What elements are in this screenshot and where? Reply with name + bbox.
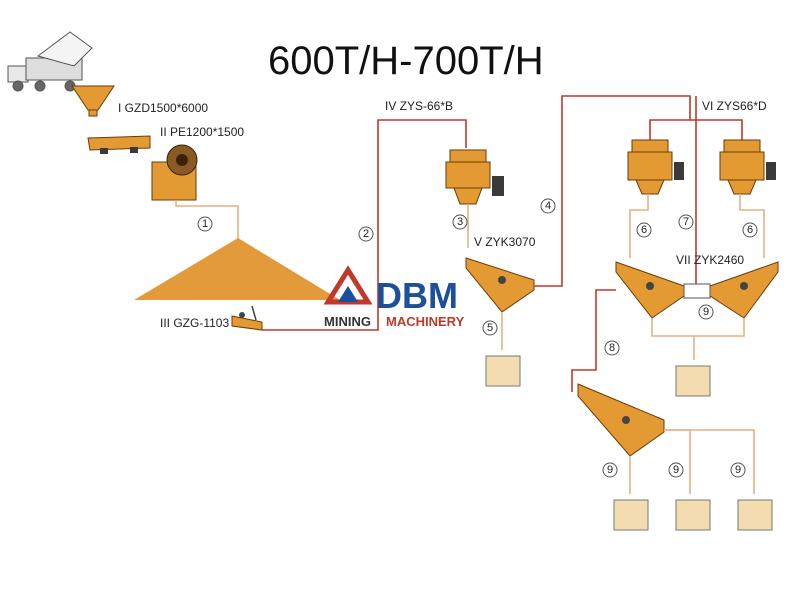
dump-truck-icon — [7, 31, 93, 92]
logo-word-machinery: MACHINERY — [386, 314, 465, 329]
flow-marker-4 — [540, 198, 556, 214]
product-bin-icon — [485, 355, 521, 387]
flow-marker-3 — [452, 214, 468, 230]
product-bin-icon — [737, 499, 773, 531]
product-bin-icon — [675, 499, 711, 531]
feeder-label: I GZD1500*6000 — [118, 101, 208, 115]
vibrating-screen-icon — [615, 261, 685, 319]
cone-crusher-icon — [719, 139, 776, 195]
flow-line-4 — [534, 95, 691, 287]
flow-number-7: 7 — [683, 216, 689, 228]
flow-number-9a: 9 — [703, 306, 709, 318]
flow-number-9b: 9 — [607, 464, 613, 476]
product-bin-icon — [675, 365, 711, 397]
flow-marker-9c — [668, 462, 684, 478]
flow-line-2 — [262, 119, 467, 331]
jaw-crusher-label: II PE1200*1500 — [160, 125, 244, 139]
product-bin-icon — [613, 499, 649, 531]
flow-number-2: 2 — [363, 228, 369, 240]
flow-marker-9d — [730, 462, 746, 478]
diagram-title: 600T/H-700T/H — [268, 39, 544, 83]
flow-marker-1 — [197, 216, 213, 232]
cone-crusher-icon — [445, 149, 504, 205]
jaw-crusher-icon — [151, 144, 198, 201]
screen-2-label: VII ZYK2460 — [676, 253, 744, 267]
flow-line-6b — [739, 194, 765, 258]
stockpile-icon — [134, 238, 340, 300]
cone-crusher-2-label: VI ZYS66*D — [702, 99, 767, 113]
flow-marker-6a — [636, 222, 652, 238]
flow-marker-2 — [358, 226, 374, 242]
flow-number-5: 5 — [487, 322, 493, 334]
flow-number-8: 8 — [609, 342, 615, 354]
vibrating-screen-icon — [465, 257, 535, 313]
flow-line-9-collect — [651, 318, 745, 337]
flow-marker-5 — [482, 320, 498, 336]
flow-line-6a — [629, 194, 649, 258]
flow-number-9c: 9 — [673, 464, 679, 476]
vibrating-feeder-icon — [87, 135, 151, 154]
flow-marker-6b — [742, 222, 758, 238]
screen-connector — [683, 283, 711, 299]
screen-1-label: V ZYK3070 — [474, 235, 536, 249]
flow-marker-8 — [604, 340, 620, 356]
flow-marker-9b — [602, 462, 618, 478]
flow-number-6b: 6 — [747, 224, 753, 236]
flow-line-9d — [664, 429, 755, 494]
flow-number-6a: 6 — [641, 224, 647, 236]
company-logo: DBM MINING MACHINERY — [323, 265, 465, 329]
flow-number-9d: 9 — [735, 464, 741, 476]
flow-line-8 — [571, 289, 616, 392]
flow-line-4b — [690, 119, 743, 140]
vibrating-screen-icon — [577, 383, 665, 457]
pile-feeder-icon — [231, 305, 263, 331]
cone-crusher-icon — [627, 139, 684, 195]
flow-number-4: 4 — [545, 200, 551, 212]
hopper-icon — [71, 85, 115, 117]
flow-marker-7 — [678, 214, 694, 230]
flow-line-1 — [175, 200, 239, 240]
cone-crusher-1-label: IV ZYS-66*B — [385, 99, 453, 113]
logo-brand: DBM — [376, 275, 458, 316]
pile-feeder-label: III GZG-1103 — [160, 316, 229, 330]
flow-line-9c — [664, 429, 691, 494]
flow-marker-9a — [698, 304, 714, 320]
flow-number-3: 3 — [457, 216, 463, 228]
vibrating-screen-icon — [709, 261, 779, 319]
logo-word-mining: MINING — [324, 314, 371, 329]
flow-number-1: 1 — [202, 218, 208, 230]
